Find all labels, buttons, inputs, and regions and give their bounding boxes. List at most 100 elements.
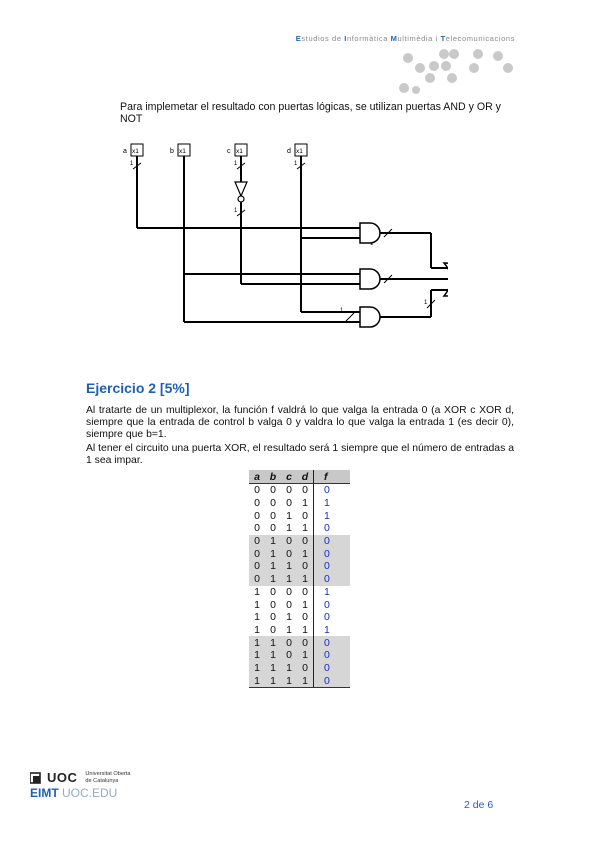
table-cell-a: 0 bbox=[254, 509, 260, 522]
table-cell-a: 1 bbox=[249, 674, 265, 689]
logic-circuit-diagram: x1 x1 x1 x1 a b c d 1 1 1 1 1 1 1 1 1 bbox=[123, 143, 448, 328]
table-cell-b: 0 bbox=[270, 497, 276, 510]
table-cell-d: 1 bbox=[302, 598, 308, 611]
table-cell-f: 0 bbox=[313, 661, 350, 675]
table-cell-c: 0 bbox=[281, 636, 297, 649]
table-cell-a: 0 bbox=[249, 572, 265, 586]
and-gate-2 bbox=[359, 268, 381, 290]
table-cell-b: 1 bbox=[265, 636, 281, 649]
table-cell-c: 0 bbox=[286, 598, 292, 611]
table-cell-d: 0 bbox=[302, 611, 308, 624]
uoc-edu-link[interactable]: UOC.EDU bbox=[62, 786, 118, 800]
table-cell-f: 0 bbox=[313, 674, 350, 689]
table-cell-f: 0 bbox=[313, 547, 350, 561]
table-cell-a: 0 bbox=[254, 497, 260, 510]
table-cell-d: 0 bbox=[297, 534, 314, 548]
table-cell-a: 0 bbox=[249, 547, 265, 561]
table-cell-d: 0 bbox=[302, 585, 308, 598]
table-cell-a: 1 bbox=[249, 648, 265, 662]
table-cell-f: 0 bbox=[313, 610, 350, 624]
table-cell-a: 0 bbox=[249, 534, 265, 548]
table-cell-a: 0 bbox=[249, 560, 265, 573]
input-box-a: x1 bbox=[132, 148, 139, 155]
university-name-line1: Universitat Oberta bbox=[85, 771, 131, 777]
header-dots-decoration bbox=[399, 49, 513, 94]
table-cell-b: 1 bbox=[265, 534, 281, 548]
header-c: c bbox=[281, 470, 297, 484]
university-name-line2: de Catalunya bbox=[85, 777, 119, 784]
table-cell-c: 0 bbox=[281, 547, 297, 561]
table-cell-d: 0 bbox=[297, 661, 314, 675]
table-cell-a: 1 bbox=[249, 661, 265, 675]
page-number: 2 de 6 bbox=[464, 799, 494, 811]
not-bus-label: 1 bbox=[234, 208, 238, 214]
table-cell-a: 1 bbox=[254, 598, 260, 611]
table-cell-d: 1 bbox=[302, 497, 308, 510]
table-cell-a: 0 bbox=[254, 522, 260, 535]
truth-table-header: a b c d f bbox=[249, 470, 350, 484]
input-label-d: d bbox=[287, 148, 291, 155]
table-cell-b: 1 bbox=[265, 547, 281, 561]
table-cell-b: 1 bbox=[265, 674, 281, 689]
not-gate bbox=[234, 181, 248, 203]
input-box-c: x1 bbox=[236, 148, 243, 155]
table-cell-b: 1 bbox=[265, 572, 281, 586]
table-cell-a: 1 bbox=[249, 636, 265, 649]
footer-logo: UOC Universitat Oberta de Catalunya EIMT… bbox=[30, 770, 130, 800]
table-cell-b: 1 bbox=[265, 560, 281, 573]
and-gate-1 bbox=[359, 222, 381, 244]
input-label-c: c bbox=[227, 148, 231, 155]
table-cell-f: 1 bbox=[313, 585, 350, 599]
header-a: a bbox=[249, 470, 265, 484]
paragraph-1: Al tratarte de un multiplexor, la funció… bbox=[86, 405, 514, 440]
header-b: b bbox=[265, 470, 281, 484]
bus-label-a: 1 bbox=[130, 161, 134, 167]
eimt-wordmark: EIMT bbox=[30, 786, 59, 800]
table-cell-f: 1 bbox=[313, 623, 350, 637]
intro-text: Para implemetar el resultado con puertas… bbox=[120, 101, 501, 125]
input-label-b: b bbox=[170, 148, 174, 155]
header-title: Estudios de Informàtica Multimèdia i Tel… bbox=[295, 34, 515, 43]
table-cell-a: 1 bbox=[254, 611, 260, 624]
bus-label-c: 1 bbox=[234, 161, 238, 167]
table-cell-c: 1 bbox=[286, 522, 292, 535]
table-cell-d: 0 bbox=[302, 509, 308, 522]
table-cell-f: 1 bbox=[313, 509, 350, 523]
and-bus-label-3: 1 bbox=[340, 308, 344, 314]
table-cell-b: 0 bbox=[270, 598, 276, 611]
table-cell-c: 1 bbox=[286, 509, 292, 522]
table-cell-f: 0 bbox=[313, 636, 350, 649]
table-cell-c: 1 bbox=[281, 661, 297, 675]
table-cell-c: 1 bbox=[286, 611, 292, 624]
bus-label-d: 1 bbox=[294, 161, 298, 167]
table-cell-b: 0 bbox=[270, 611, 276, 624]
table-cell-c: 0 bbox=[286, 484, 292, 497]
input-label-a: a bbox=[123, 148, 127, 155]
table-cell-b: 0 bbox=[270, 623, 276, 636]
table-cell-f: 0 bbox=[313, 598, 350, 611]
table-cell-c: 0 bbox=[281, 534, 297, 548]
table-cell-b: 1 bbox=[265, 661, 281, 675]
input-box-b: x1 bbox=[179, 148, 186, 155]
input-box-d: x1 bbox=[296, 148, 303, 155]
table-cell-f: 0 bbox=[313, 534, 350, 548]
table-cell-d: 0 bbox=[297, 636, 314, 649]
header-f: f bbox=[313, 470, 350, 484]
section-title: Ejercicio 2 [5%] bbox=[86, 380, 190, 396]
or-gate bbox=[442, 262, 448, 297]
table-cell-a: 1 bbox=[254, 623, 260, 636]
